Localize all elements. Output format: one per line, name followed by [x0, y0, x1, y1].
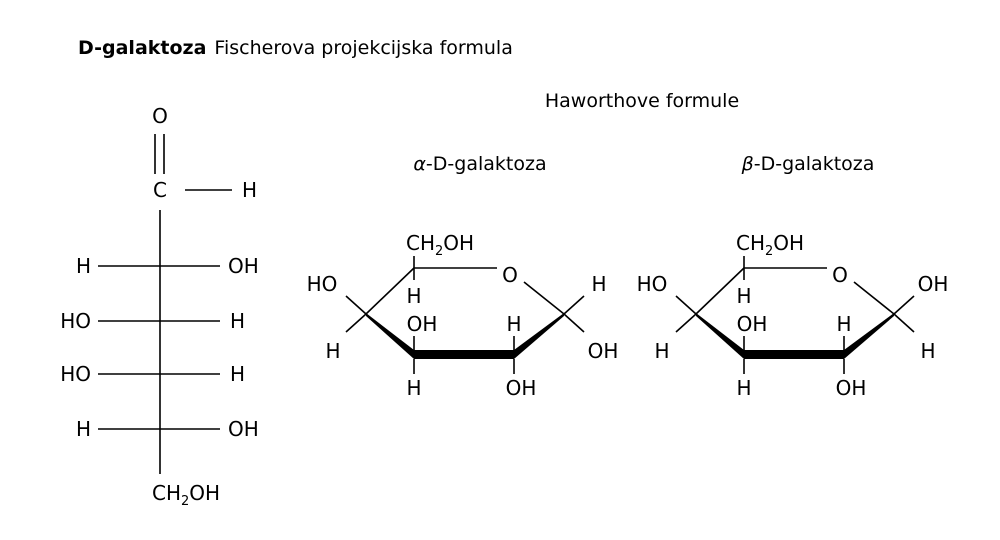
- beta-ch2oh-tail: OH: [773, 231, 804, 255]
- alpha-title: α-D-galaktoza: [413, 153, 546, 175]
- beta-c4-top: HO: [637, 272, 668, 296]
- alpha-ch2oh-tail: OH: [443, 231, 474, 255]
- beta-c4-up-bond: [675, 295, 697, 315]
- fischer-ch2oh: CH2OH: [152, 481, 220, 509]
- alpha-c4-up-bond: [345, 295, 367, 315]
- fischer-row-3-right: H: [230, 362, 245, 386]
- alpha-c3-top: OH: [407, 312, 438, 336]
- fischer-row-3-left: HO: [60, 362, 91, 386]
- alpha-ch2oh: CH2OH: [406, 231, 474, 259]
- fischer-row-1-right: OH: [228, 254, 259, 278]
- alpha-c4-down-bond: [345, 313, 367, 333]
- fischer-aldehyde-h: H: [242, 178, 257, 202]
- alpha-c2-top: H: [506, 312, 521, 336]
- beta-c2-bottom: OH: [836, 376, 867, 400]
- beta-c5-h: H: [736, 284, 751, 308]
- alpha-ch2oh-main: CH: [406, 231, 435, 255]
- beta-c3-bottom: H: [736, 376, 751, 400]
- haworth-beta: β-D-galaktoza CH2OH H O HO H OH H H OH: [637, 153, 949, 400]
- beta-ch2oh-main: CH: [736, 231, 765, 255]
- alpha-ch2oh-sub: 2: [435, 244, 443, 259]
- header-title-rest: Fischerova projekcijska formula: [214, 37, 512, 59]
- fischer-row-1-left: H: [76, 254, 91, 278]
- beta-bond-o-c1: [853, 281, 895, 315]
- alpha-c1-down-bond: [563, 313, 585, 333]
- alpha-c4-top: HO: [307, 272, 338, 296]
- header-title-bold: D-galaktoza: [78, 37, 206, 59]
- alpha-bond-c4-c5: [365, 267, 415, 315]
- fischer-ch2oh-tail: OH: [189, 481, 220, 505]
- alpha-wedge-c3-c2: [414, 350, 514, 359]
- beta-c1-up-bond: [893, 295, 915, 315]
- fischer-carbonyl-o: O: [152, 104, 168, 128]
- fischer-row-2-left: HO: [60, 309, 91, 333]
- beta-ch2oh: CH2OH: [736, 231, 804, 259]
- beta-title: β-D-galaktoza: [741, 153, 875, 175]
- fischer-projection: O C H H OH HO H HO H H OH CH2OH: [60, 104, 259, 509]
- header-title: D-galaktoza Fischerova projekcijska formu…: [78, 37, 513, 59]
- fischer-row-4-right: OH: [228, 417, 259, 441]
- haworth-alpha: α-D-galaktoza CH2OH H O HO H OH H H OH: [307, 153, 619, 400]
- alpha-prefix: α: [413, 153, 426, 175]
- beta-ch2oh-sub: 2: [765, 244, 773, 259]
- alpha-c4-bottom: H: [325, 339, 340, 363]
- alpha-bond-o-c1: [523, 281, 565, 315]
- haworth-heading: Haworthove formule: [545, 90, 739, 112]
- fischer-row-4-left: H: [76, 417, 91, 441]
- alpha-ring-o: O: [502, 263, 518, 287]
- alpha-c1-up-bond: [563, 295, 585, 315]
- alpha-name: -D-galaktoza: [426, 153, 547, 175]
- beta-wedge-c4-c3: [696, 313, 744, 359]
- beta-c3-top: OH: [737, 312, 768, 336]
- beta-c2-top: H: [836, 312, 851, 336]
- beta-prefix: β: [741, 153, 754, 175]
- fischer-row-2-right: H: [230, 309, 245, 333]
- beta-c4-bottom: H: [654, 339, 669, 363]
- alpha-wedge-c4-c3: [366, 313, 414, 359]
- beta-bond-c4-c5: [695, 267, 745, 315]
- beta-c4-down-bond: [675, 313, 697, 333]
- beta-ring-o: O: [832, 263, 848, 287]
- fischer-carbon-c1: C: [153, 178, 167, 202]
- beta-c1-bottom: H: [920, 339, 935, 363]
- alpha-wedge-c2-c1: [514, 313, 564, 359]
- alpha-c1-top: H: [591, 272, 606, 296]
- fischer-ch2oh-main: CH: [152, 481, 181, 505]
- alpha-c3-bottom: H: [406, 376, 421, 400]
- fischer-ch2oh-sub: 2: [181, 494, 189, 509]
- beta-c1-top: OH: [918, 272, 949, 296]
- beta-c1-down-bond: [893, 313, 915, 333]
- alpha-c5-h: H: [406, 284, 421, 308]
- alpha-c2-bottom: OH: [506, 376, 537, 400]
- alpha-c1-bottom: OH: [588, 339, 619, 363]
- beta-wedge-c3-c2: [744, 350, 844, 359]
- beta-name: -D-galaktoza: [754, 153, 875, 175]
- beta-wedge-c2-c1: [844, 313, 894, 359]
